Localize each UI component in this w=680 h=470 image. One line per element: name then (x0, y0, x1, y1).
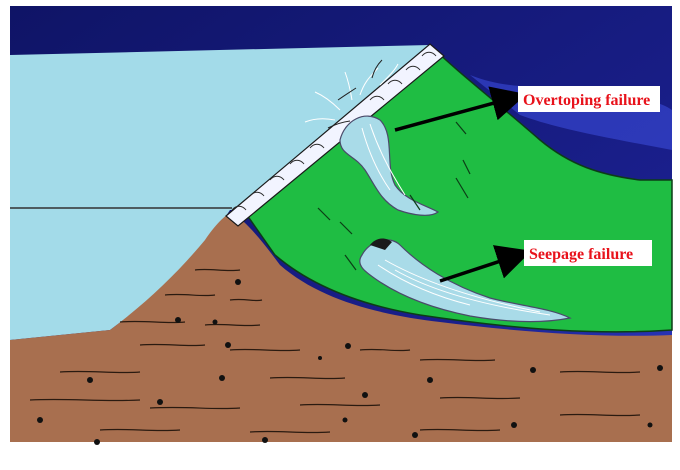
seepage-label: Seepage failure (529, 246, 633, 263)
overtopping-label: Overtoping failure (523, 92, 650, 109)
